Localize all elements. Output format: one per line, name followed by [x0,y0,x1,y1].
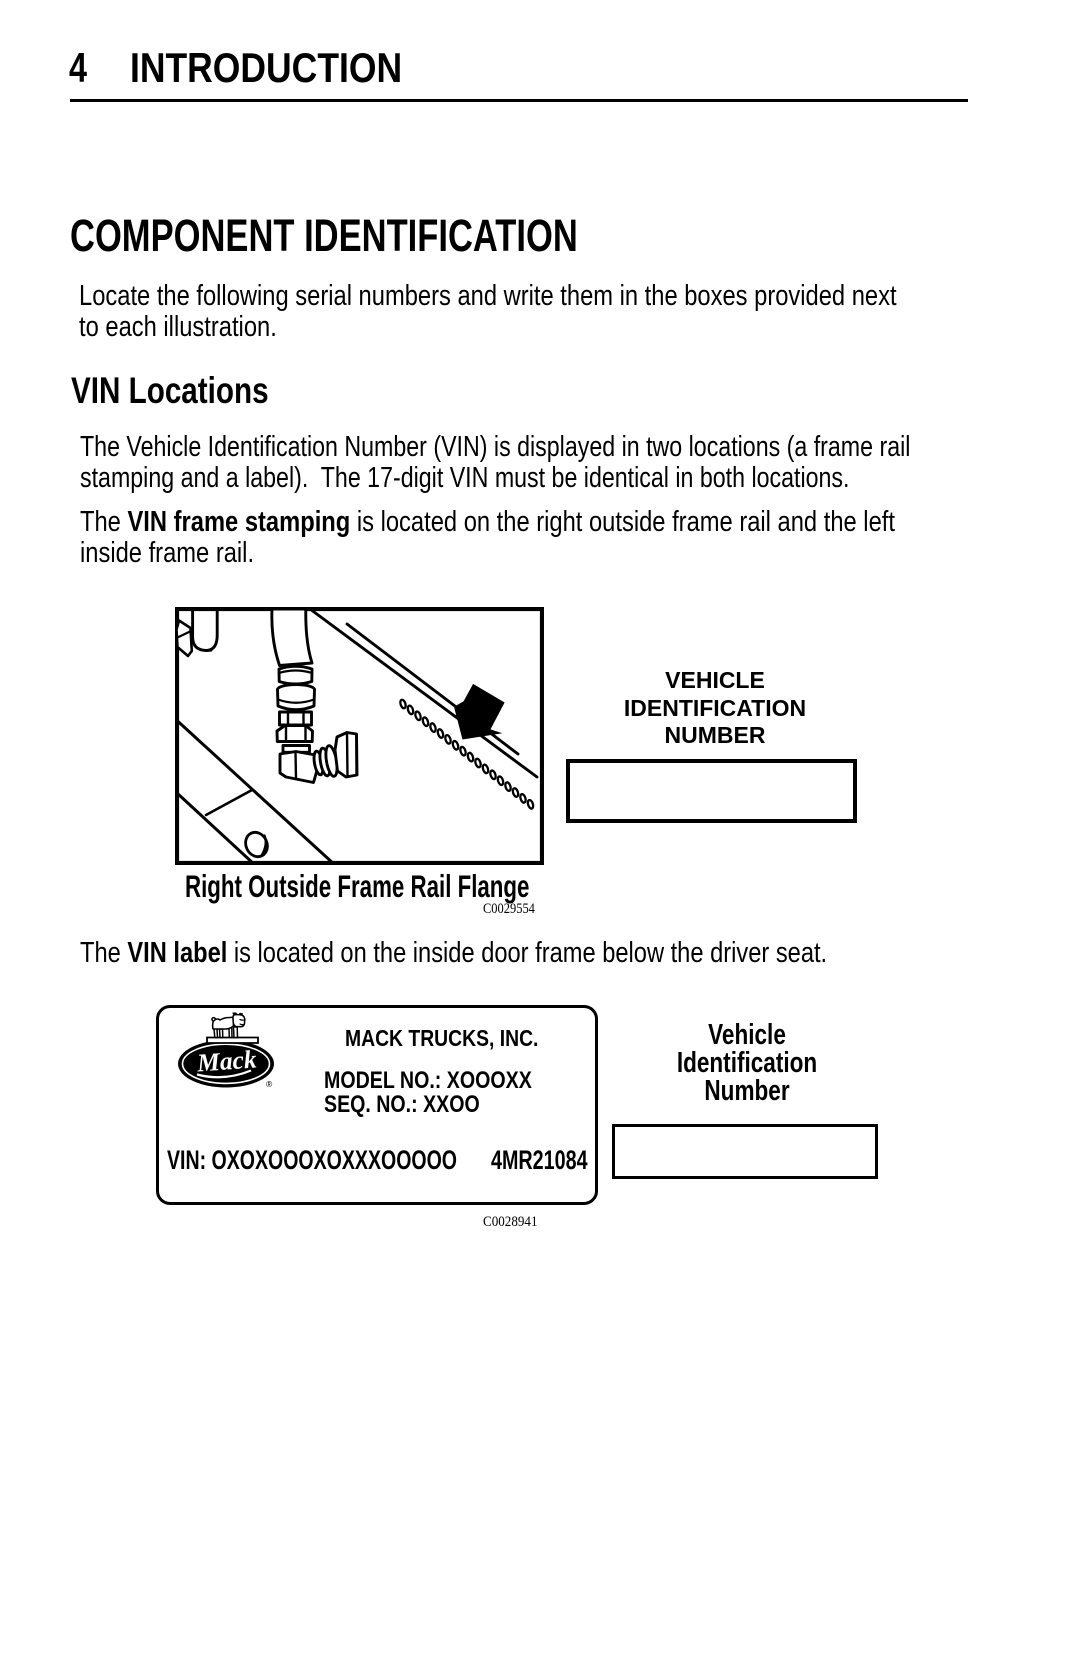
svg-text:®: ® [266,1079,273,1089]
